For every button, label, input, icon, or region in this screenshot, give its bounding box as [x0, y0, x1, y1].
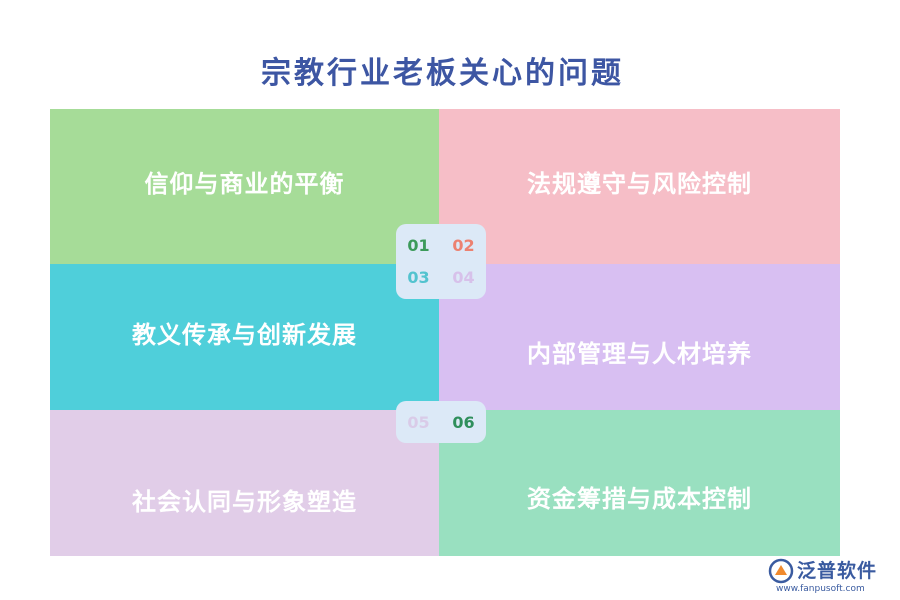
tile-compliance-risk-control: 法规遵守与风险控制	[439, 109, 840, 264]
number-badge-bottom: 05 06	[396, 401, 486, 443]
number-05: 05	[407, 412, 430, 432]
diagram-title: 宗教行业老板关心的问题	[261, 56, 624, 91]
tile-faith-business-balance: 信仰与商业的平衡	[50, 109, 439, 264]
tile-label: 法规遵守与风险控制	[527, 170, 752, 198]
logo-name: 泛普软件	[797, 560, 878, 582]
number-04: 04	[452, 267, 475, 287]
tile-doctrine-inheritance-innovation: 教义传承与创新发展	[50, 264, 439, 410]
tile-label: 内部管理与人材培养	[527, 339, 752, 368]
brand-logo: 泛普软件 www.fanpusoft.com	[768, 556, 893, 596]
tile-label: 教义传承与创新发展	[132, 320, 357, 349]
number-03: 03	[407, 267, 430, 287]
number-01: 01	[407, 236, 430, 256]
tile-label: 信仰与商业的平衡	[144, 170, 345, 198]
number-badge-top: 01 02 03 04	[396, 224, 486, 299]
number-06: 06	[452, 412, 475, 432]
number-02: 02	[452, 236, 475, 256]
tile-social-recognition-image: 社会认同与形象塑造	[50, 410, 439, 556]
tile-fundraising-cost-control: 资金筹措与成本控制	[439, 410, 840, 556]
tile-label: 资金筹措与成本控制	[527, 484, 752, 513]
logo-mark-icon	[768, 558, 794, 584]
tile-internal-management-talent: 内部管理与人材培养	[439, 264, 840, 410]
logo-url: www.fanpusoft.com	[776, 584, 865, 594]
tile-label: 社会认同与形象塑造	[132, 488, 357, 516]
